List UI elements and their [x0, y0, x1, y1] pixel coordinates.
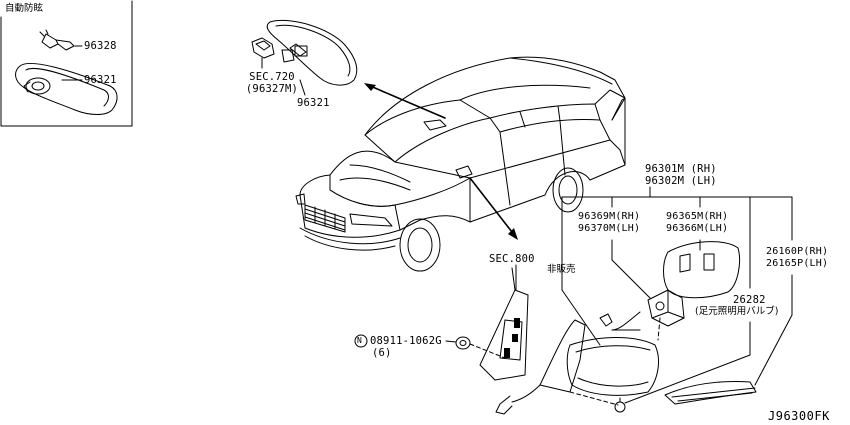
inset-title: 自動防眩 [5, 3, 44, 14]
label-26282-note: (足元照明用バルブ) [695, 306, 779, 317]
nut-symbol-circle [354, 334, 368, 348]
inset-mirror-illustration [15, 62, 118, 115]
nut-symbol: N [357, 336, 363, 345]
label-96302m-lh: 96302M (LH) [645, 175, 717, 187]
mirror-glass-illustration [663, 241, 741, 299]
inset-label-96328: 96328 [84, 40, 117, 52]
nut-illustration [455, 336, 471, 350]
label-nut-code: 08911-1062G [370, 335, 442, 347]
mirror-location-arrow [364, 83, 446, 119]
label-26282: 26282 [733, 294, 766, 306]
label-96369m-rh: 96369M(RH) [578, 211, 641, 222]
door-panel-illustration [479, 267, 529, 381]
label-96301m-rh: 96301M (RH) [645, 163, 717, 175]
label-96365m-rh: 96365M(RH) [666, 211, 729, 222]
label-sec720: SEC.720 [249, 71, 295, 83]
door-mirror-assembly-illustration [495, 319, 659, 415]
label-96327m: (96327M) [245, 83, 299, 95]
label-nut-qty: (6) [372, 347, 392, 359]
inset-label-96321: 96321 [84, 74, 117, 86]
diagram-code: J96300FK [768, 409, 830, 423]
label-96321: 96321 [297, 97, 330, 109]
label-26165p-lh: 26165P(LH) [766, 258, 829, 269]
bulb-socket-illustration [614, 397, 626, 413]
car-illustration [295, 56, 626, 272]
leader-lines [561, 186, 793, 404]
turn-signal-lens-illustration [664, 381, 757, 405]
rear-view-mirror-illustration [251, 19, 358, 86]
door-mirror-location-arrow [469, 177, 518, 240]
label-96366m-lh: 96366M(LH) [666, 223, 729, 234]
label-sec800: SEC.800 [489, 253, 535, 265]
inset-box [0, 0, 133, 127]
label-96370m-lh: 96370M(LH) [578, 223, 641, 234]
inset-connector-96328 [39, 29, 75, 51]
label-26160p-rh: 26160P(RH) [766, 246, 829, 257]
mirror-actuator-illustration [599, 289, 685, 331]
label-not-sold: 非販売 [547, 264, 576, 275]
